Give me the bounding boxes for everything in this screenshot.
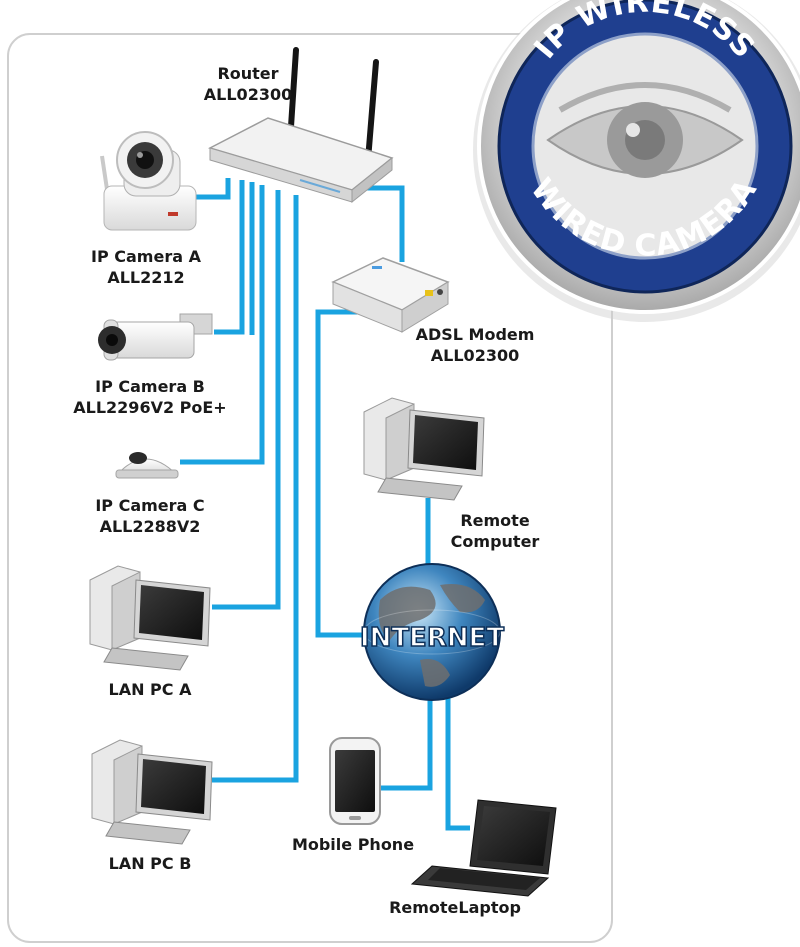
camera-c-label: IP Camera C ALL2288V2	[86, 495, 214, 537]
globe-label: INTERNET	[360, 623, 504, 653]
remote-computer-line1: Remote	[460, 511, 530, 530]
cable-lan-pc-a	[212, 190, 281, 610]
cable-camera-b	[214, 180, 245, 335]
camera-b-name: IP Camera B	[95, 377, 205, 396]
badge: IP WIRELESS WIRED CAMERA	[473, 0, 800, 322]
camera-a-label: IP Camera A ALL2212	[86, 246, 206, 288]
remote-computer-icon	[363, 397, 485, 501]
modem-name: ADSL Modem	[415, 325, 535, 344]
camera-b-label: IP Camera B ALL2296V2 PoE+	[70, 376, 230, 418]
mobile-phone-name: Mobile Phone	[291, 835, 415, 854]
laptop-icon	[410, 799, 557, 897]
cable-mobile	[380, 695, 433, 791]
cable-router-modem	[360, 185, 405, 262]
lan-pc-a-icon	[89, 565, 211, 671]
camera-c-name: IP Camera C	[95, 496, 205, 515]
router-label: Router ALL02300	[198, 63, 298, 105]
eye-icon	[546, 82, 744, 178]
modem-icon	[331, 257, 450, 333]
lan-pc-b-label: LAN PC B	[100, 853, 200, 874]
router-name: Router	[217, 64, 279, 83]
lan-pc-b-icon	[91, 739, 213, 845]
router-model: ALL02300	[203, 85, 293, 104]
modem-model: ALL02300	[430, 346, 520, 365]
diagram-panel	[7, 33, 613, 943]
cables	[180, 178, 470, 831]
mobile-phone-icon	[329, 737, 381, 825]
cable-modem-internet	[315, 309, 384, 638]
camera-c-model: ALL2288V2	[99, 517, 201, 536]
globe-icon: INTERNET	[359, 563, 505, 701]
mobile-phone-label: Mobile Phone	[288, 834, 418, 855]
camera-a-model: ALL2212	[107, 268, 185, 287]
cable-camera-a	[196, 178, 231, 200]
cable-laptop	[445, 695, 470, 831]
lan-pc-b-name: LAN PC B	[108, 854, 192, 873]
lan-pc-a-name: LAN PC A	[108, 680, 192, 699]
cable-lan-pc-b	[212, 195, 299, 783]
camera-a-name: IP Camera A	[91, 247, 201, 266]
remote-laptop-name: RemoteLaptop	[389, 898, 521, 917]
remote-computer-line2: Computer	[450, 532, 540, 551]
camera-b-model: ALL2296V2 PoE+	[73, 398, 227, 417]
modem-label: ADSL Modem ALL02300	[410, 324, 540, 366]
remote-computer-label: Remote Computer	[440, 510, 550, 552]
lan-pc-a-label: LAN PC A	[100, 679, 200, 700]
router-icon	[207, 47, 394, 204]
cable-camera-c	[180, 185, 265, 465]
camera-a-icon	[100, 131, 197, 231]
camera-c-icon	[115, 452, 179, 479]
remote-laptop-label: RemoteLaptop	[380, 897, 530, 918]
camera-b-icon	[98, 313, 213, 361]
